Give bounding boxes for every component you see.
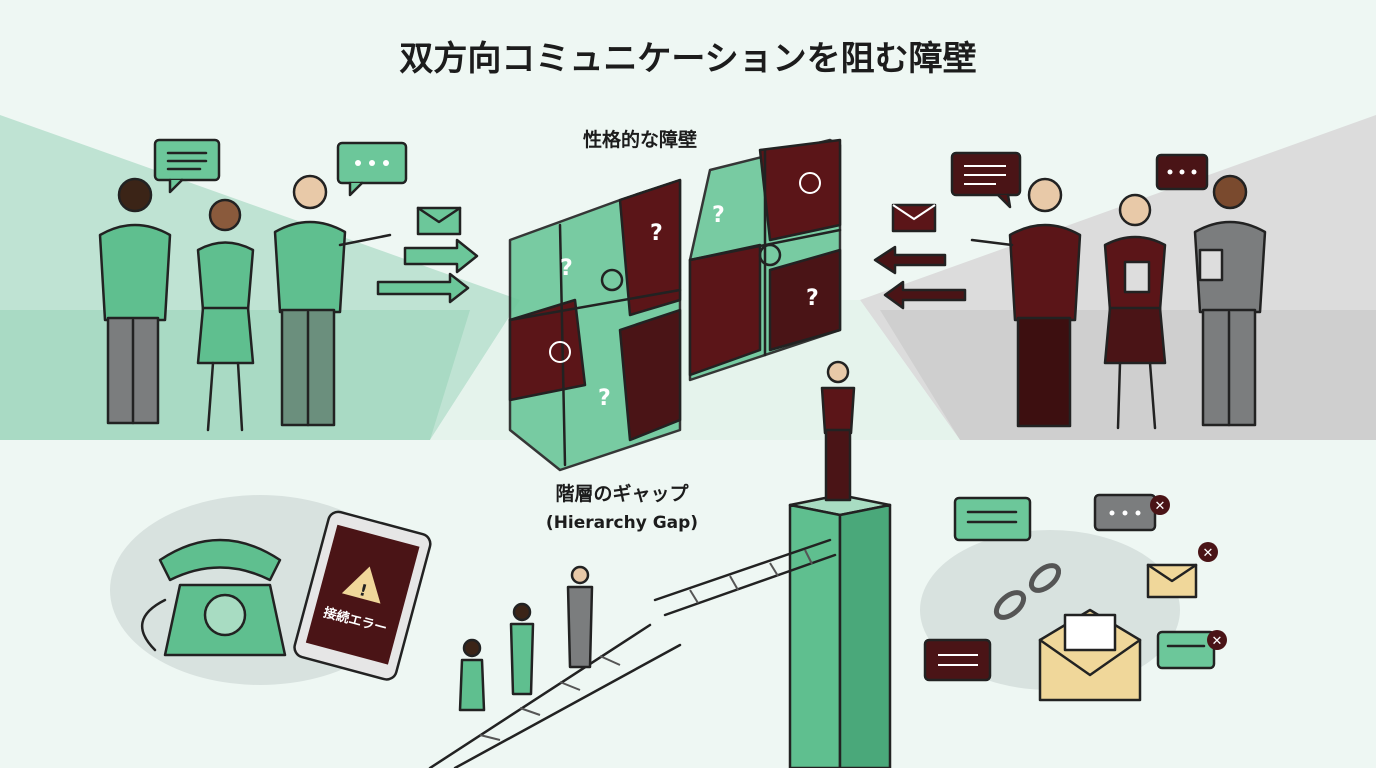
personality-barrier-label: 性格的な障壁	[583, 128, 697, 151]
arrow-icon	[883, 280, 967, 310]
hierarchy-gap-sublabel: (Hierarchy Gap)	[546, 513, 698, 533]
close-icon	[1207, 630, 1227, 650]
speech-bubble-icon	[336, 141, 408, 197]
speech-bubble-icon	[153, 138, 221, 194]
speech-bubble-icon	[923, 638, 992, 682]
svg-text:✕: ✕	[1155, 499, 1166, 514]
climbing-people	[458, 565, 594, 712]
person	[196, 198, 255, 432]
envelope-icon	[1038, 608, 1142, 702]
arrow-icon	[403, 238, 479, 274]
tablet: ! 接続エラー	[293, 510, 432, 681]
phone-tablet-group: ! 接続エラー	[110, 495, 432, 685]
brain-icon	[799, 172, 821, 194]
speech-bubble-icon: ✕	[1093, 493, 1170, 532]
speech-bubble-icon	[1155, 153, 1209, 191]
envelope-icon: ✕	[1146, 542, 1218, 599]
hierarchy-gap-label: 階層のギャップ	[555, 482, 689, 505]
close-icon	[1198, 542, 1218, 562]
warning-icon	[341, 566, 381, 604]
puzzle-left-block: ? ? ?	[508, 178, 682, 472]
svg-text:✕: ✕	[1203, 546, 1214, 561]
broken-ladder	[428, 538, 837, 768]
person	[566, 565, 594, 669]
speech-bubble-icon: ✕	[1156, 630, 1227, 670]
left-team	[98, 138, 479, 432]
envelope-icon	[891, 203, 937, 233]
close-icon	[1150, 495, 1170, 515]
arrow-icon	[376, 272, 470, 304]
brain-icon	[549, 341, 571, 363]
question-mark-icon: ?	[712, 203, 725, 228]
person	[458, 638, 486, 712]
right-team	[873, 151, 1267, 430]
person	[98, 177, 172, 425]
brain-icon	[758, 243, 782, 267]
question-mark-icon: ?	[560, 256, 573, 281]
svg-text:✕: ✕	[1212, 634, 1223, 649]
question-mark-icon: ?	[650, 221, 663, 246]
svg-text:!: !	[357, 580, 369, 600]
speech-bubble-icon	[950, 151, 1022, 209]
person	[509, 602, 535, 696]
person	[1193, 174, 1267, 427]
broken-chain-icon	[993, 563, 1062, 620]
envelope-icon	[416, 206, 462, 236]
person	[1103, 193, 1167, 430]
question-mark-icon: ?	[806, 286, 819, 311]
puzzle-right-block: ? ?	[688, 138, 842, 382]
person	[970, 177, 1082, 428]
puzzle-wall: ? ? ? ? ?	[508, 138, 842, 472]
person	[273, 174, 392, 427]
page-title: 双方向コミュニケーションを阻む障壁	[399, 39, 976, 79]
broken-messages-group: ✕ ✕ ✕	[920, 493, 1227, 702]
arrow-icon	[873, 245, 947, 275]
pillar	[788, 493, 892, 768]
executive-person	[820, 360, 856, 502]
telephone-icon	[140, 538, 287, 657]
speech-bubble-icon	[953, 496, 1032, 542]
question-mark-icon: ?	[598, 386, 611, 411]
brain-icon	[600, 268, 624, 292]
